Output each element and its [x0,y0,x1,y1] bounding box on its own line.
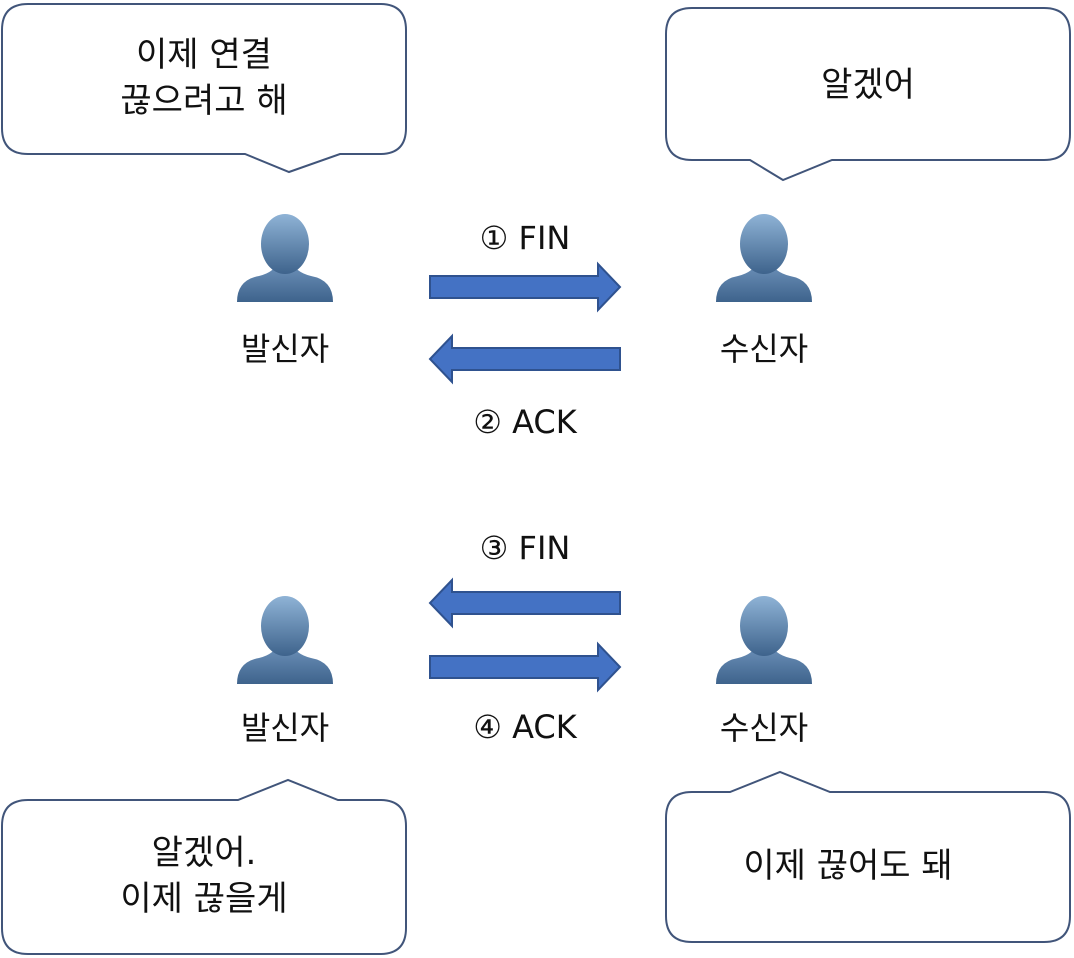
fin-arrow-right [429,261,622,313]
bubble-line: 이제 연결 [136,35,272,75]
sender-bubble-2 [1,778,407,955]
receiver-person-icon-1 [716,214,812,302]
receiver-bubble-2 [665,770,1071,943]
sender-bubble-text-2: 알겠어. 이제 끊을게 [4,830,404,922]
ack-arrow-left [428,333,621,385]
receiver-person-icon-2 [716,596,812,684]
sender-bubble-text-1: 이제 연결 끊으려고 해 [4,32,404,124]
bubble-line: 알겠어 [821,65,915,105]
ack-arrow-right [429,641,622,693]
message-label-ack-2: ② ACK [473,403,577,441]
bubble-line: 이제 끊을게 [120,879,288,919]
bubble-line: 끊으려고 해 [120,81,288,121]
receiver-bubble-text-1: 알겠어 [668,62,1068,108]
sender-person-icon-1 [237,214,333,302]
sender-bubble-1 [1,3,407,174]
sender-label-1: 발신자 [240,330,330,368]
sender-person-icon-2 [237,596,333,684]
bubble-line: 이제 끊어도 돼 [743,846,953,886]
message-label-fin-1: ① FIN [479,219,571,257]
receiver-label-2: 수신자 [719,709,809,747]
receiver-bubble-text-2: 이제 끊어도 돼 [668,843,1028,889]
receiver-bubble-1 [665,7,1071,182]
bubble-line: 알겠어. [151,833,257,873]
message-label-ack-4: ④ ACK [473,708,577,746]
fin-arrow-left [428,577,621,629]
sender-label-2: 발신자 [240,709,330,747]
message-label-fin-3: ③ FIN [479,529,571,567]
receiver-label-1: 수신자 [719,330,809,368]
